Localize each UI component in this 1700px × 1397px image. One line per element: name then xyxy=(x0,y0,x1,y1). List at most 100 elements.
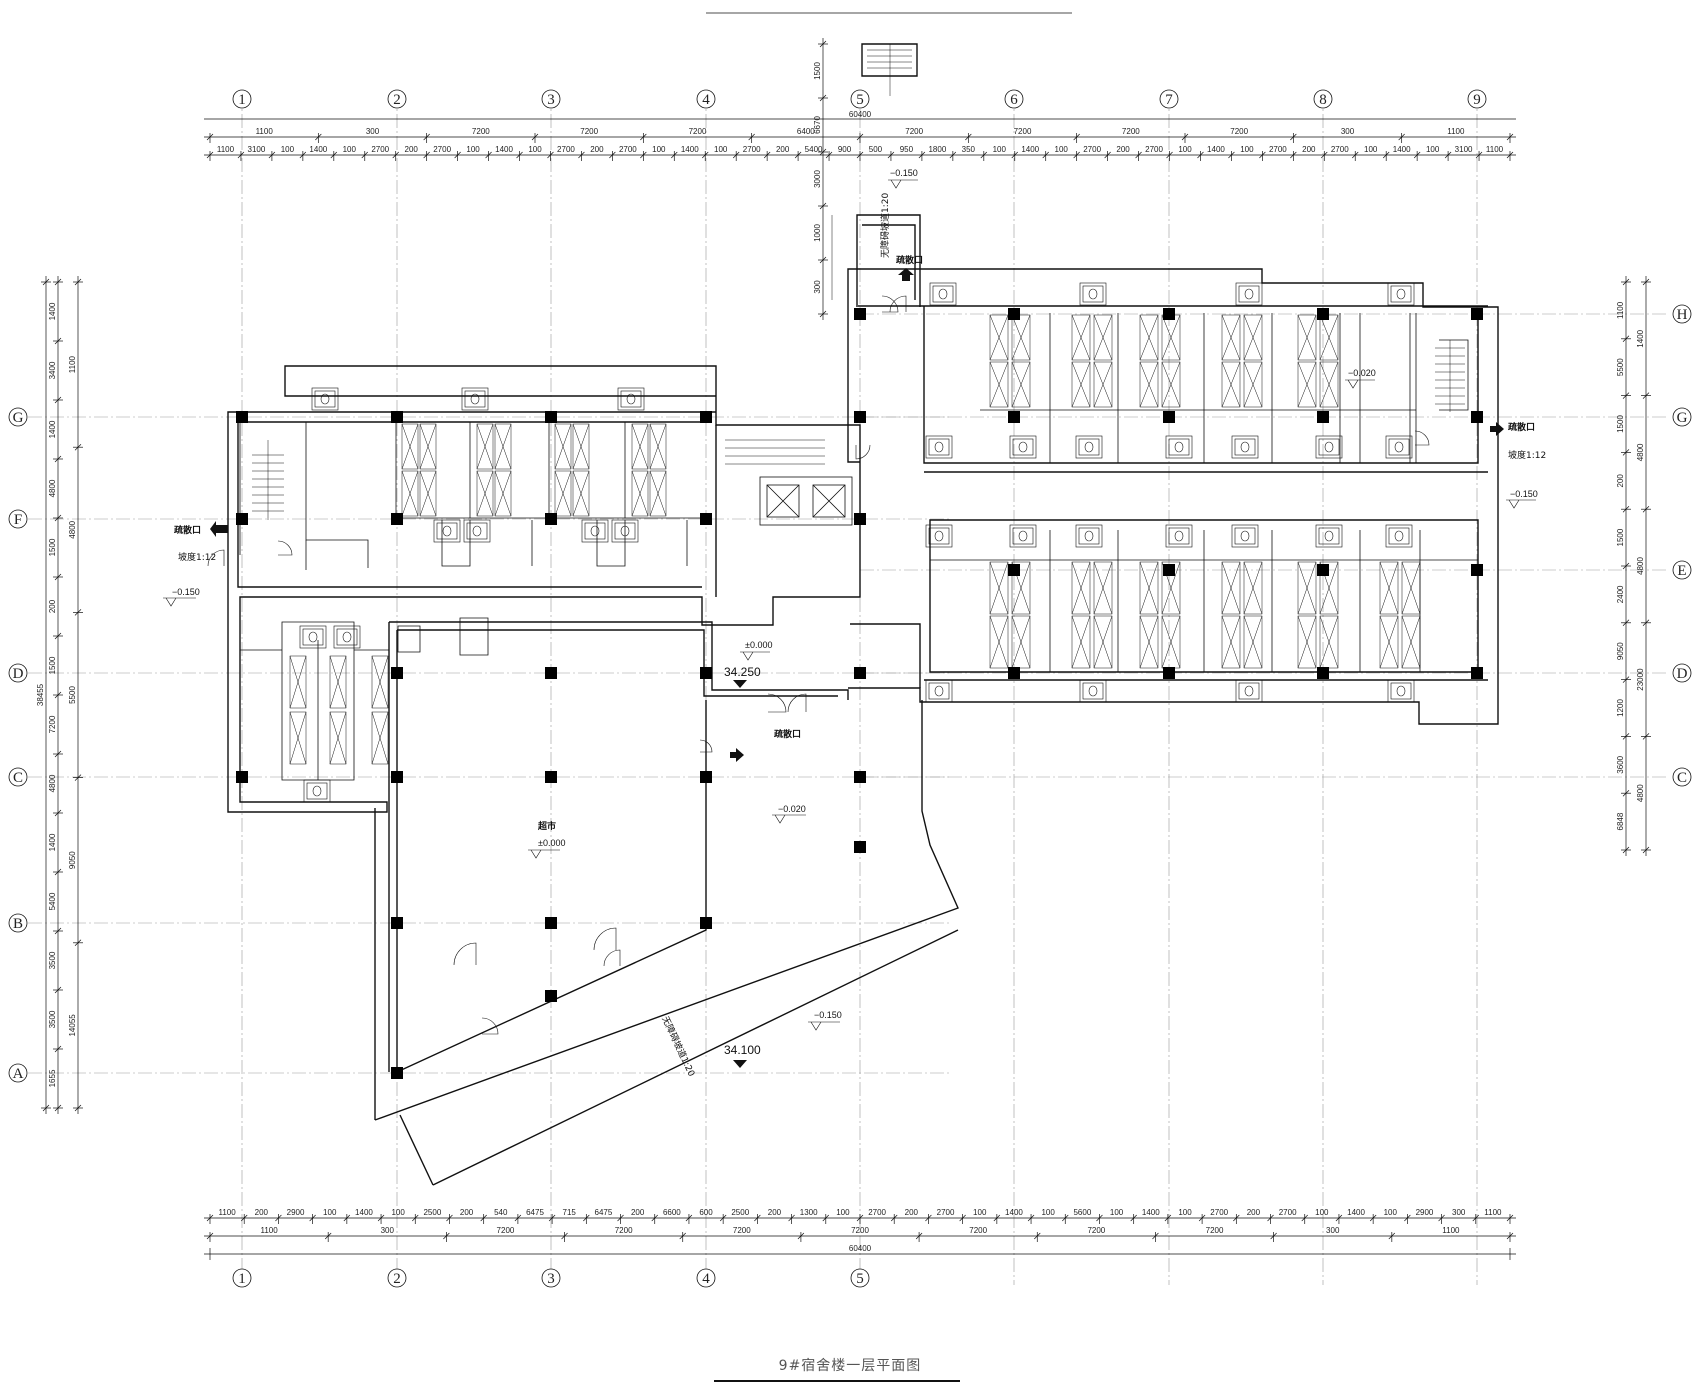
level-west: −0.150 xyxy=(172,587,200,597)
dim-top-2-text: 2700 xyxy=(1331,145,1349,154)
dim-top-2-text: 1400 xyxy=(309,145,327,154)
toilet-pod xyxy=(1315,435,1343,459)
dim-top-2-text: 3100 xyxy=(1455,145,1473,154)
dim-bottom-1-text: 100 xyxy=(1315,1208,1329,1217)
axis-bubble-circle xyxy=(8,407,28,427)
column xyxy=(1008,667,1020,679)
dim-top-2-tick xyxy=(299,151,307,159)
dim-bottom-1-text: 1300 xyxy=(800,1208,818,1217)
column xyxy=(391,667,403,679)
dim-bottom-2-tick xyxy=(561,1232,568,1240)
dim-top-2-tick xyxy=(1259,151,1266,159)
dim-top-1-tick xyxy=(423,133,430,141)
toilet-pod xyxy=(1165,435,1193,459)
toilet-pod xyxy=(1009,524,1037,548)
dim-right-1-tick xyxy=(1622,278,1630,286)
dim-bottom-1-text: 540 xyxy=(494,1208,508,1217)
title-underline xyxy=(714,1380,960,1382)
column xyxy=(854,513,866,525)
toilet-pod-inner xyxy=(466,522,488,540)
axis-bubble-label: 1 xyxy=(238,92,246,108)
dim-bottom-1-text: 100 xyxy=(1178,1208,1192,1217)
dim-bottom-1-tick xyxy=(788,1214,795,1222)
level-toilet-east: −0.020 xyxy=(1348,368,1376,378)
dim-bottom-1-tick xyxy=(1130,1214,1137,1222)
axis-top-9: 9 xyxy=(1467,89,1487,109)
wardrobe xyxy=(1161,361,1181,408)
wardrobe xyxy=(419,470,437,517)
dim-left-2-text: 14055 xyxy=(68,1014,77,1037)
dim-bottom-2-tick xyxy=(206,1232,214,1240)
wardrobe-cross xyxy=(1243,561,1263,615)
dim-right-1-tick xyxy=(1622,733,1630,740)
dim-right-1-text: 3600 xyxy=(1616,755,1625,773)
wardrobe xyxy=(494,470,512,517)
toilet-fixture xyxy=(934,530,944,542)
wardrobe-cross xyxy=(1319,361,1339,408)
wardrobe xyxy=(401,470,419,517)
dim-bottom-1-text: 1400 xyxy=(1005,1208,1023,1217)
column xyxy=(545,513,557,525)
dim-top-1-tick xyxy=(1181,133,1189,141)
toilet-fixture xyxy=(934,685,944,697)
dim-stair-text: 1000 xyxy=(813,224,822,242)
column xyxy=(854,308,866,320)
dim-top-1-tick xyxy=(1506,133,1514,141)
door-swing xyxy=(481,1017,499,1035)
dim-bottom-1-text: 1400 xyxy=(355,1208,373,1217)
toilet-pod-inner xyxy=(1238,682,1260,700)
toilet-pod xyxy=(299,625,327,649)
dim-right-1-tick xyxy=(1622,789,1630,797)
dim-bottom-2-tick xyxy=(1034,1232,1041,1240)
dim-top-1-text: 7200 xyxy=(472,127,490,136)
slope-label-east: 坡度1:12 xyxy=(1508,449,1546,461)
column xyxy=(545,771,557,783)
dim-bottom-1-tick xyxy=(412,1214,419,1222)
door-swing xyxy=(593,927,617,951)
toilet-pod xyxy=(1385,435,1413,459)
column xyxy=(1317,667,1329,679)
dim-top-2-text: 100 xyxy=(528,145,542,154)
toilet-pod-inner xyxy=(1390,682,1412,700)
wardrobe-cross xyxy=(1161,361,1181,408)
dim-right-1-text: 1200 xyxy=(1616,699,1625,717)
toilet-pod-inner xyxy=(1082,285,1104,303)
dim-right-1-tick xyxy=(1622,562,1630,570)
dim-bottom-1-tick xyxy=(719,1214,727,1222)
dim-right-2-text: 4800 xyxy=(1636,557,1645,575)
dim-top-2-text: 100 xyxy=(993,145,1007,154)
axis-bubble-label: G xyxy=(1677,410,1688,426)
dim-bottom-1-tick xyxy=(685,1214,693,1222)
dim-bottom-1-tick xyxy=(925,1214,932,1222)
dim-right-1-tick xyxy=(1622,505,1630,513)
dim-bottom-1-tick xyxy=(1267,1214,1274,1222)
toilet-pod-inner xyxy=(1012,438,1034,456)
wardrobe xyxy=(1243,361,1263,408)
dim-top-2-tick xyxy=(732,151,740,159)
toilet-fixture xyxy=(442,525,452,537)
dim-bottom-1-text: 100 xyxy=(391,1208,405,1217)
dim-stair-text: 6670 xyxy=(813,116,822,134)
dim-right-1-text: 2400 xyxy=(1616,585,1625,603)
wardrobe-cross xyxy=(1139,314,1159,361)
dim-left-1-text: 1655 xyxy=(48,1069,57,1087)
dim-stair-tick xyxy=(819,310,827,318)
wardrobe-cross xyxy=(1093,361,1113,408)
wardrobe-cross xyxy=(1379,615,1399,669)
dim-top-2-text: 2700 xyxy=(557,145,575,154)
dim-left-2-text: 1100 xyxy=(68,355,77,373)
door-swing xyxy=(881,295,899,313)
wardrobe-cross xyxy=(1161,314,1181,361)
dim-left-1-tick xyxy=(54,632,62,640)
dim-top-2-text: 2700 xyxy=(1269,145,1287,154)
level-supermarket: ±0.000 xyxy=(538,838,565,848)
wardrobe-cross xyxy=(329,655,347,709)
axis-top-4: 4 xyxy=(696,89,716,109)
toilet-fixture xyxy=(308,631,318,643)
dim-bottom-1-tick xyxy=(1301,1214,1308,1222)
wardrobe-cross xyxy=(1071,314,1091,361)
toilet-pod xyxy=(463,519,491,543)
wardrobe-cross xyxy=(989,361,1009,408)
door-swing xyxy=(277,540,293,556)
dim-bottom-1-tick xyxy=(514,1214,522,1222)
